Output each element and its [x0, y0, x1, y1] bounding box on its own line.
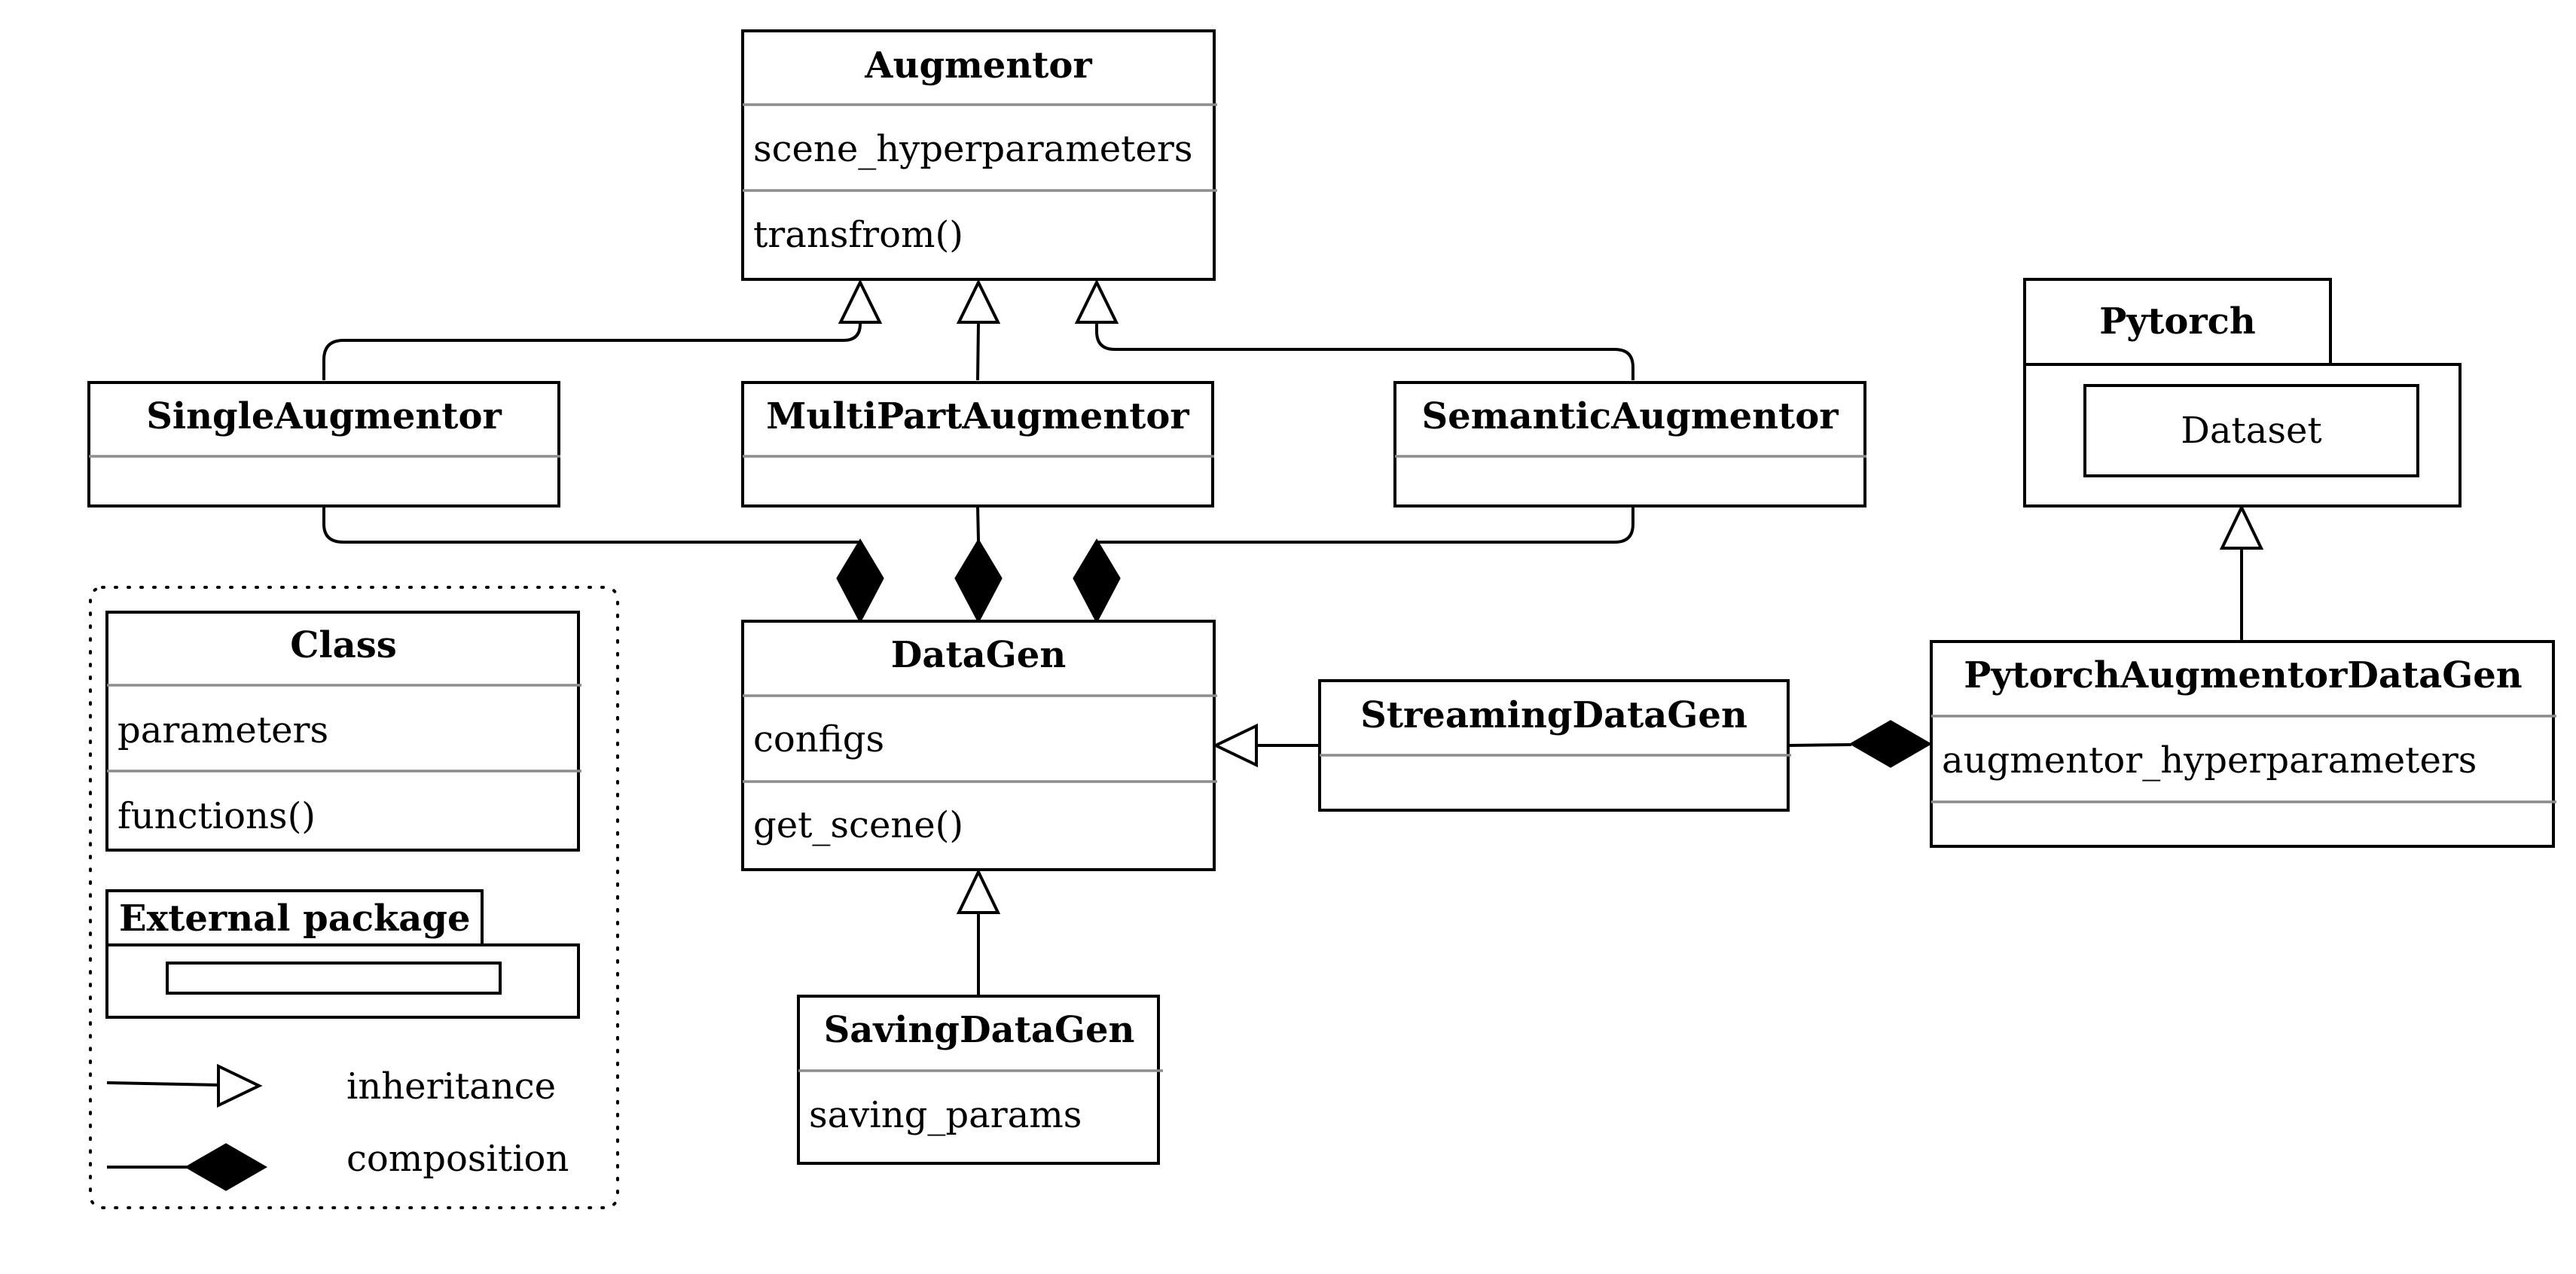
class-streaming-datagen[interactable]: StreamingDataGen [1318, 679, 1791, 812]
legend-class-sample: Class parameters functions() [105, 611, 581, 852]
legend-class-attribute: parameters [118, 709, 328, 751]
class-single-augmentor[interactable]: SingleAugmentor [87, 381, 560, 507]
class-method: get_scene() [753, 804, 963, 846]
package-name: Pytorch [2099, 300, 2256, 343]
legend-composition-label: composition [346, 1138, 569, 1180]
edge-semantic-to-datagen [1097, 506, 1634, 544]
class-attribute: scene_hyperparameters [753, 128, 1192, 170]
class-name: SemanticAugmentor [1421, 395, 1839, 437]
legend-class-name: Class [290, 624, 397, 666]
inheritance-arrowhead-streaming [1212, 723, 1258, 768]
class-multipart-augmentor[interactable]: MultiPartAugmentor [741, 381, 1214, 507]
class-attribute: configs [753, 718, 884, 760]
inheritance-arrowhead-semantic [1074, 279, 1119, 324]
legend-class-method: functions() [118, 795, 316, 837]
class-semantic-augmentor[interactable]: SemanticAugmentor [1393, 381, 1866, 507]
package-inner-class: Dataset [2181, 410, 2321, 452]
inheritance-arrowhead-saving [956, 868, 1001, 914]
class-method: transfrom() [753, 214, 963, 256]
legend-package-label: External package [119, 898, 471, 940]
class-name: MultiPartAugmentor [766, 395, 1189, 437]
inheritance-arrowhead-single [838, 279, 883, 324]
legend: Class parameters functions() External pa… [89, 586, 619, 1209]
class-attribute: augmentor_hyperparameters [1942, 739, 2477, 782]
legend-package-sample: External package [105, 889, 580, 1019]
composition-diamond-multipart [954, 538, 1003, 624]
class-augmentor[interactable]: Augmentor scene_hyperparameters transfro… [741, 29, 1217, 281]
class-name: PytorchAugmentorDataGen [1964, 654, 2522, 696]
class-name: DataGen [891, 634, 1066, 676]
class-attribute: saving_params [809, 1094, 1082, 1136]
legend-composition-diamond [184, 1143, 268, 1191]
legend-inheritance: inheritance [106, 1063, 556, 1108]
legend-inheritance-arrowhead [217, 1063, 263, 1108]
package-pytorch[interactable]: Pytorch Dataset [2023, 278, 2462, 507]
class-datagen[interactable]: DataGen configs get_scene() [741, 620, 1217, 871]
edge-single-to-datagen [322, 506, 860, 544]
inheritance-arrowhead-package [2219, 504, 2264, 550]
edge-single-to-augmentor [322, 322, 862, 380]
composition-diamond-streaming [1848, 720, 1933, 768]
legend-composition: composition [107, 1138, 569, 1191]
composition-diamond-semantic [1073, 538, 1121, 624]
class-name: StreamingDataGen [1360, 694, 1747, 736]
class-pytorch-augmentor-datagen[interactable]: PytorchAugmentorDataGen augmentor_hyperp… [1930, 640, 2556, 848]
composition-diamond-single [836, 538, 884, 624]
inheritance-arrowhead-multipart [956, 279, 1001, 324]
class-name: SingleAugmentor [146, 395, 502, 437]
class-name: Augmentor [864, 44, 1092, 87]
class-name: SavingDataGen [824, 1009, 1135, 1051]
legend-inheritance-label: inheritance [346, 1065, 556, 1108]
edge-semantic-to-augmentor [1095, 322, 1634, 380]
class-saving-datagen[interactable]: SavingDataGen saving_params [797, 995, 1163, 1165]
